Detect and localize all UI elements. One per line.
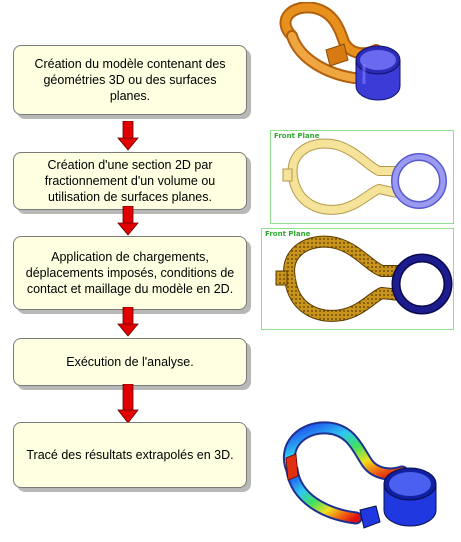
section-panel-label: Front Plane [274,132,320,140]
step-plot-results: Tracé des résultats extrapolés en 3D. [13,422,247,488]
step-create-model-label: Création du modèle contenant des géométr… [34,57,226,103]
clip-2d-section-icon [282,138,447,215]
step-apply-loads: Application de chargements, déplacements… [13,236,247,310]
step-apply-loads-label: Application de chargements, déplacements… [25,250,235,296]
arrow-down-icon [117,307,139,337]
clip-2d-mesh-icon [275,235,453,322]
arrow-down-icon [117,384,139,424]
step-create-section-label: Création d'une section 2D par fractionne… [44,158,216,204]
arrow-down-icon [117,206,139,236]
step-create-model: Création du modèle contenant des géométr… [13,45,247,115]
mesh-panel: Front Plane [261,228,454,330]
clip-3d-results-icon [283,421,437,529]
mesh-panel-label: Front Plane [265,230,311,238]
step-run-analysis-label: Exécution de l'analyse. [66,355,194,369]
step-create-section: Création d'une section 2D par fractionne… [13,152,247,210]
section-panel: Front Plane [270,130,454,224]
step-plot-results-label: Tracé des résultats extrapolés en 3D. [26,448,234,462]
clip-3d-model-icon [279,2,401,101]
arrow-down-icon [117,121,139,151]
step-run-analysis: Exécution de l'analyse. [13,338,247,386]
